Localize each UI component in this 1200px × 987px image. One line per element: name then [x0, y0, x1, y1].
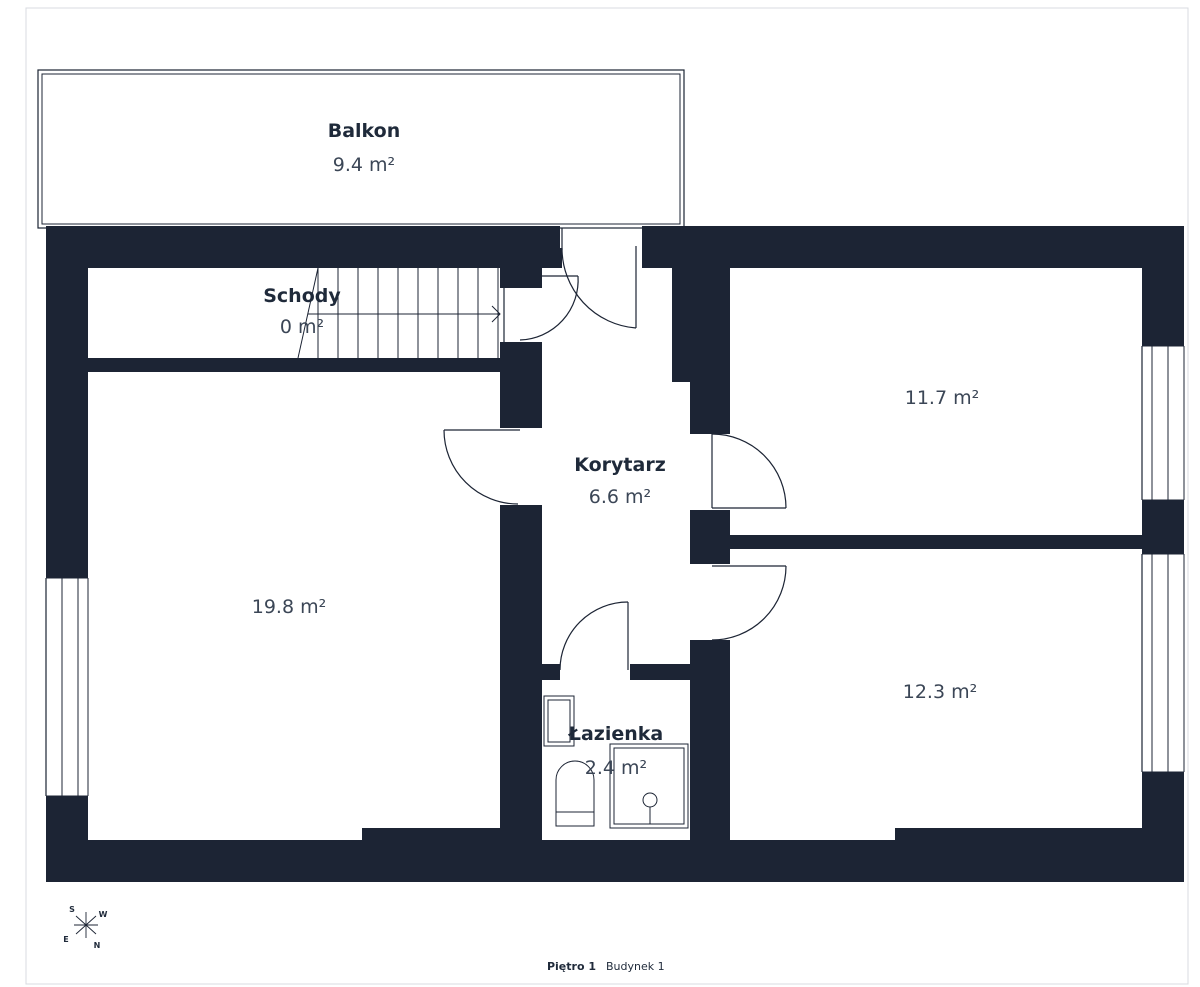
compass-w: W — [99, 910, 108, 919]
footer: Piętro 1 Budynek 1 — [547, 960, 665, 973]
room-name-schody: Schody — [263, 285, 341, 307]
room-area-left: 19.8 m² — [252, 596, 326, 618]
window-right-bottom — [1141, 553, 1185, 773]
window-left — [45, 577, 89, 797]
balcony — [37, 69, 685, 229]
compass-s: S — [69, 905, 75, 914]
compass-icon: S W E N — [63, 905, 107, 950]
room-labels: Balkon 9.4 m² Schody 0 m² Korytarz 6.6 m… — [252, 120, 979, 779]
room-name-korytarz: Korytarz — [574, 454, 666, 476]
compass-n: N — [94, 941, 101, 950]
footer-building: Budynek 1 — [606, 960, 665, 973]
stairs — [297, 267, 501, 359]
toilet — [555, 760, 595, 827]
room-area-schody: 0 m² — [280, 316, 324, 338]
page-frame — [25, 7, 1189, 985]
shower — [609, 743, 689, 829]
room-area-balkon: 9.4 m² — [333, 154, 395, 176]
room-area-bottom-right: 12.3 m² — [903, 681, 977, 703]
room-name-lazienka: Łazienka — [568, 723, 663, 745]
room-area-lazienka: 2.4 m² — [585, 757, 647, 779]
room-area-korytarz: 6.6 m² — [589, 486, 651, 508]
walls — [46, 226, 1184, 882]
footer-floor: Piętro 1 — [547, 960, 596, 973]
window-right-top — [1141, 345, 1185, 501]
compass-e: E — [63, 935, 68, 944]
bathroom-fixtures — [543, 695, 689, 829]
sink — [543, 695, 575, 747]
room-area-top-right: 11.7 m² — [905, 387, 979, 409]
doors — [443, 228, 787, 671]
room-name-balkon: Balkon — [328, 120, 401, 142]
